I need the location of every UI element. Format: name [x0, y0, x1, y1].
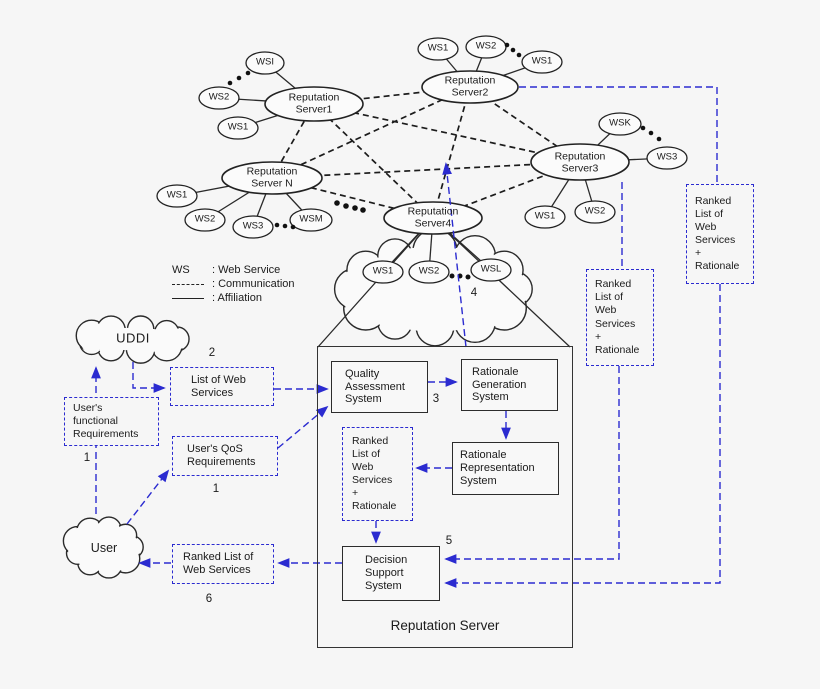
- ws-ellipse: [362, 260, 404, 284]
- comm-rs2-rsn: [271, 86, 471, 179]
- ws-ellipse: [245, 51, 285, 75]
- ws-ellipse: [598, 112, 642, 136]
- rs1-ellipse: [264, 86, 364, 122]
- legend-row-ws: WS : Web Service: [172, 263, 295, 277]
- flow-rankedinner-to-dss: [444, 366, 620, 564]
- ws-ellipse: [521, 50, 563, 74]
- ranked-list-user-box: Ranked List of Web Services: [172, 544, 274, 584]
- ws-ellipse: [184, 208, 226, 232]
- ws-ellipse: [408, 260, 450, 284]
- rs4-ellipse: [383, 201, 483, 235]
- comm-rs1-rs3: [313, 103, 581, 163]
- ranked-list-outer-box: Ranked List of Web Services + Rationale: [686, 184, 754, 284]
- flow-box-to-network: [442, 162, 467, 348]
- rationale-generation-system-box: Rationale Generation System: [461, 359, 558, 411]
- ranked-list-inner-box: Ranked List of Web Services + Rationale: [586, 269, 654, 366]
- step-1-qos: 1: [212, 483, 220, 495]
- ws-ellipse: [198, 86, 240, 110]
- step-1-functional: 1: [83, 452, 91, 464]
- ws-ellipse: [646, 146, 688, 170]
- solid-line-sample: [172, 297, 204, 299]
- rs4-cloud: [333, 228, 533, 347]
- ws-ellipse: [465, 35, 507, 59]
- legend-key-ws: WS: [172, 263, 190, 276]
- comm-rs2-rs4: [432, 86, 471, 219]
- rationale-representation-system-box: Rationale Representation System: [452, 442, 559, 495]
- comm-rs3-rsn: [271, 161, 581, 179]
- step-5: 5: [445, 535, 453, 547]
- ws-ellipse: [156, 184, 198, 208]
- flow-rankedouter-to-dss: [444, 284, 721, 588]
- flow-user-to-qos: [126, 469, 170, 525]
- ellipsis-dots: [227, 42, 662, 280]
- decision-support-system-box: Decision Support System: [342, 546, 440, 601]
- legend-row-communication: : Communication: [172, 277, 295, 291]
- step-3: 3: [432, 393, 440, 405]
- dashed-line-sample: [172, 283, 204, 285]
- reputation-server-container-label: Reputation Server: [390, 618, 500, 633]
- step-4: 4: [470, 287, 478, 299]
- ranked-list-center-box: Ranked List of Web Services + Rationale: [342, 427, 413, 521]
- ws-ellipse: [470, 258, 512, 282]
- ws-ellipse: [232, 215, 274, 239]
- uddi-cloud: [75, 315, 190, 364]
- legend-value-communication: : Communication: [212, 277, 295, 290]
- ws-ellipse: [289, 208, 333, 232]
- flow-rs2-to-rankedouter: [519, 86, 718, 184]
- quality-assessment-system-box: Quality Assessment System: [331, 361, 428, 413]
- list-of-web-services-box: List of Web Services: [170, 367, 274, 406]
- legend-row-affiliation: : Affiliation: [172, 291, 295, 305]
- comm-rs1-rs4: [313, 103, 434, 219]
- step-2: 2: [208, 347, 216, 359]
- rsn-ellipse: [221, 161, 323, 195]
- legend-key-communication: [172, 283, 212, 285]
- user-qos-requirements-box: User's QoS Requirements: [172, 436, 278, 476]
- rs2-ellipse: [421, 70, 519, 104]
- ws-ellipse: [417, 37, 459, 61]
- user-functional-requirements-box: User's functional Requirements: [64, 397, 159, 446]
- flow-uddi-to-list: [132, 362, 166, 393]
- rs3-ellipse: [530, 143, 630, 181]
- legend-value-ws: : Web Service: [212, 263, 281, 276]
- step-6: 6: [205, 593, 213, 605]
- legend: WS : Web Service : Communication : Affil…: [172, 263, 295, 305]
- ws-ellipse: [574, 200, 616, 224]
- user-cloud: [62, 516, 144, 579]
- ws-ellipses: [156, 35, 688, 284]
- zoom-line-right: [432, 217, 571, 348]
- ws-ellipse: [217, 116, 259, 140]
- ws-ellipse: [524, 205, 566, 229]
- server-ellipses: [221, 70, 630, 235]
- legend-value-affiliation: : Affiliation: [212, 291, 262, 304]
- comm-rsn-rs4: [271, 177, 434, 219]
- legend-key-affiliation: [172, 297, 212, 299]
- reputation-server-container-box: [317, 346, 573, 648]
